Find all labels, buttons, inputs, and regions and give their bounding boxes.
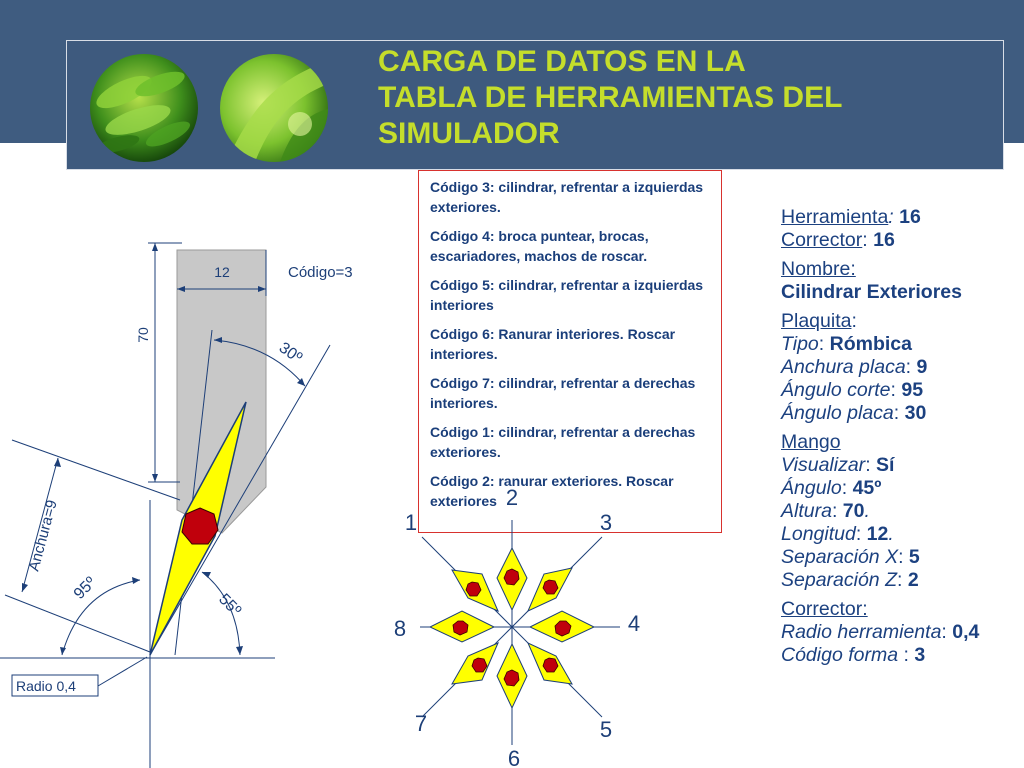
longitud-value: 12 <box>866 523 889 545</box>
position-label-2: 2 <box>506 485 518 510</box>
tool-shank <box>176 249 267 534</box>
visualizar-label: Visualizar <box>781 454 866 476</box>
page-title: CARGA DE DATOS EN LA TABLA DE HERRAMIENT… <box>378 44 998 152</box>
insert-3 <box>527 567 573 613</box>
radio-value: 0,4 <box>952 621 980 643</box>
code-item: Código 7: cilindrar, refrentar a derecha… <box>430 375 696 411</box>
anchura-placa-label: Anchura placa <box>781 356 906 378</box>
separacion-x-label: Separación X <box>781 546 899 568</box>
angulo-placa-value: 30 <box>904 402 927 424</box>
corrector-section-label: Corrector: <box>781 598 868 620</box>
nombre-value: Cilindrar Exteriores <box>781 281 962 303</box>
insert-screw <box>181 507 219 545</box>
insert-1 <box>451 569 499 612</box>
code-item: Código 3: cilindrar, refrentar a izquier… <box>430 179 704 215</box>
altura-value: 70 <box>842 500 865 522</box>
insert-2 <box>496 546 528 612</box>
code-item: Código 5: cilindrar, refrentar a izquier… <box>430 277 704 313</box>
codigo-forma-value: 3 <box>914 644 926 666</box>
tool-code-list: Código 3: cilindrar, refrentar a izquier… <box>418 170 722 533</box>
code-item: Código 6: Ranurar interiores. Roscar int… <box>430 326 676 362</box>
position-label-4: 4 <box>628 611 640 636</box>
radio-label: Radio herramienta <box>781 621 942 643</box>
separacion-x-value: 5 <box>908 546 920 568</box>
angulo-placa-label: Ángulo placa <box>781 402 894 424</box>
angulo-corte-label: Ángulo corte <box>781 379 891 401</box>
corrector-value: 16 <box>873 229 895 251</box>
herramienta-value: 16 <box>899 206 921 228</box>
angulo-value: 45º <box>852 477 882 499</box>
code-item: Código 1: cilindrar, refrentar a derecha… <box>430 424 696 460</box>
insert-6 <box>496 642 528 710</box>
position-label-7: 7 <box>415 711 427 736</box>
plaquita-label: Plaquita <box>781 310 852 332</box>
anchura-placa-value: 9 <box>916 356 928 378</box>
title-line-1: CARGA DE DATOS EN LA <box>378 45 746 78</box>
longitud-label: Longitud <box>781 523 856 545</box>
tool-info-panel: Herramienta: 16 Corrector: 16 Nombre: Ci… <box>781 206 1021 673</box>
width-dimension: 12 <box>214 264 230 280</box>
leaf-image-2 <box>220 54 328 162</box>
code-item: Código 4: broca puntear, brocas, escaria… <box>430 228 649 264</box>
nombre-group: Nombre: Cilindrar Exteriores <box>781 258 1021 304</box>
mango-group: Mango Visualizar: Sí Ángulo: 45º Altura:… <box>781 431 1021 592</box>
mango-label: Mango <box>781 431 841 453</box>
position-label-5: 5 <box>600 717 612 742</box>
altura-label: Altura <box>781 500 832 522</box>
codigo-forma-label: Código forma <box>781 644 904 666</box>
plaquita-group: Plaquita: Tipo: Rómbica Anchura placa: 9… <box>781 310 928 424</box>
herramienta-label: Herramienta <box>781 206 889 228</box>
insert-7 <box>451 642 499 685</box>
separacion-z-value: 2 <box>907 569 919 591</box>
visualizar-value: Sí <box>876 454 895 476</box>
title-line-2: TABLA DE HERRAMIENTAS DEL <box>378 81 843 114</box>
angulo-label: Ángulo <box>781 477 842 499</box>
position-label-3: 3 <box>600 510 612 535</box>
code-item: Código 2: ranurar exteriores. Roscar ext… <box>430 473 674 509</box>
height-dimension: 70 <box>135 327 151 343</box>
position-label-8: 8 <box>394 616 406 641</box>
corrector-label: Corrector <box>781 229 863 251</box>
tipo-label: Tipo <box>781 333 819 355</box>
insert-8 <box>428 610 496 643</box>
insert-4 <box>528 610 596 643</box>
code-label: Código=3 <box>288 264 353 281</box>
insert-5 <box>527 641 573 685</box>
separacion-z-label: Separación Z <box>781 569 897 591</box>
tipo-value: Rómbica <box>829 333 912 355</box>
radius-label: Radio 0,4 <box>16 678 76 694</box>
angulo-corte-value: 95 <box>901 379 924 401</box>
herramienta-group: Herramienta: 16 Corrector: 16 <box>781 206 921 251</box>
position-label-6: 6 <box>508 746 520 768</box>
title-line-3: SIMULADOR <box>378 117 560 150</box>
leaf-image-1 <box>90 54 198 162</box>
nombre-label: Nombre: <box>781 258 856 280</box>
position-label-1: 1 <box>405 510 417 535</box>
corrector-group: Corrector: Radio herramienta: 0,4 Código… <box>781 598 1021 667</box>
